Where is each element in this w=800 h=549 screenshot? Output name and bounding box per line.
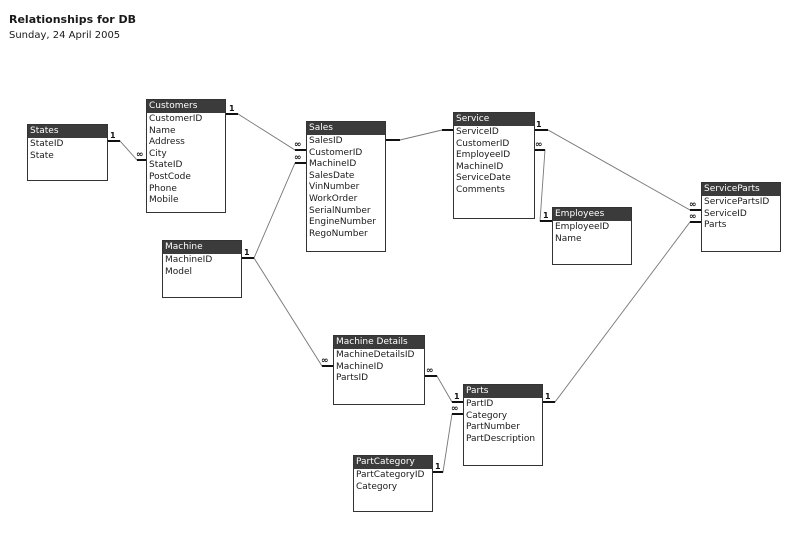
card-one-machine-sales: 1 xyxy=(244,248,250,257)
table-title: States xyxy=(28,125,107,138)
field-customers-0[interactable]: CustomerID xyxy=(149,114,203,124)
field-machine-details-1[interactable]: MachineID xyxy=(336,361,384,372)
field-service-parts-2[interactable]: Parts xyxy=(704,220,727,231)
field-parts-3[interactable]: PartDescription xyxy=(466,433,536,444)
table-title: Sales xyxy=(307,122,385,135)
field-part-category-1[interactable]: Category xyxy=(356,481,398,492)
field-customers-2[interactable]: Address xyxy=(149,137,185,148)
card-many-parts-category: ∞ xyxy=(451,404,459,414)
rel-machine-sales xyxy=(242,162,306,259)
field-sales-4[interactable]: VinNumber xyxy=(309,182,360,193)
field-service-parts-0[interactable]: ServicePartsID xyxy=(704,197,770,207)
field-states-1[interactable]: State xyxy=(30,150,54,161)
card-one-customers: 1 xyxy=(229,104,235,113)
card-one-employees: 1 xyxy=(543,211,549,220)
field-employees-0[interactable]: EmployeeID xyxy=(555,222,610,232)
field-service-2[interactable]: EmployeeID xyxy=(456,150,511,161)
card-one-service: 1 xyxy=(536,120,542,129)
field-sales-2[interactable]: MachineID xyxy=(309,159,357,170)
card-one-parts: 1 xyxy=(545,392,551,401)
card-many-machinedetails: ∞ xyxy=(321,356,329,366)
field-parts-0[interactable]: PartID xyxy=(466,399,494,409)
field-parts-1[interactable]: Category xyxy=(466,410,508,421)
card-many-sales-customer: ∞ xyxy=(294,140,302,150)
field-sales-7[interactable]: EngineNumber xyxy=(309,217,376,228)
field-customers-6[interactable]: Phone xyxy=(149,183,177,194)
field-sales-3[interactable]: SalesDate xyxy=(309,170,355,181)
table-title: PartCategory xyxy=(354,456,432,469)
card-one-parts-left: 1 xyxy=(454,392,460,401)
card-many-serviceparts-parts: ∞ xyxy=(689,212,697,222)
field-sales-0[interactable]: SalesID xyxy=(309,136,343,146)
field-machine-1[interactable]: Model xyxy=(165,266,193,277)
field-customers-5[interactable]: PostCode xyxy=(149,171,191,182)
card-one-states: 1 xyxy=(110,131,116,140)
field-service-4[interactable]: ServiceDate xyxy=(456,173,511,184)
field-machine-details-0[interactable]: MachineDetailsID xyxy=(336,350,415,360)
field-parts-2[interactable]: PartNumber xyxy=(466,422,520,433)
rel-sales-service xyxy=(386,129,453,141)
card-many-customers: ∞ xyxy=(136,150,144,160)
table-title: Service xyxy=(454,113,534,126)
page-title: Relationships for DB xyxy=(9,13,137,26)
report-date: Sunday, 24 April 2005 xyxy=(9,30,121,41)
field-customers-3[interactable]: City xyxy=(149,148,167,159)
field-customers-4[interactable]: StateID xyxy=(149,160,183,171)
rel-service-serviceparts xyxy=(535,129,701,211)
card-many-service-employee: ∞ xyxy=(535,140,543,150)
card-many-sales-machine: ∞ xyxy=(294,153,302,163)
table-title: Customers xyxy=(147,100,225,113)
table-title: Machine Details xyxy=(334,336,424,349)
field-sales-6[interactable]: SerialNumber xyxy=(309,205,371,216)
field-customers-7[interactable]: Mobile xyxy=(149,195,179,206)
field-part-category-0[interactable]: PartCategoryID xyxy=(356,470,425,480)
card-many-machinedetails-parts: ∞ xyxy=(426,366,434,376)
field-customers-1[interactable]: Name xyxy=(149,125,176,136)
rel-machine-machinedetails xyxy=(242,257,333,367)
card-many-serviceparts-service: ∞ xyxy=(689,200,697,210)
field-service-parts-1[interactable]: ServiceID xyxy=(704,208,747,219)
table-title: ServiceParts xyxy=(702,183,780,196)
field-employees-1[interactable]: Name xyxy=(555,233,582,244)
table-title: Machine xyxy=(163,241,241,254)
table-title: Employees xyxy=(553,208,631,221)
field-states-0[interactable]: StateID xyxy=(30,139,64,149)
field-sales-5[interactable]: WorkOrder xyxy=(309,193,358,204)
field-service-0[interactable]: ServiceID xyxy=(456,127,499,137)
field-service-3[interactable]: MachineID xyxy=(456,161,504,172)
card-one-partcategory: 1 xyxy=(435,462,441,471)
field-machine-0[interactable]: MachineID xyxy=(165,255,213,265)
table-title: Parts xyxy=(464,385,542,398)
field-service-1[interactable]: CustomerID xyxy=(456,138,510,149)
field-sales-8[interactable]: RegoNumber xyxy=(309,228,368,239)
field-sales-1[interactable]: CustomerID xyxy=(309,147,363,158)
field-service-5[interactable]: Comments xyxy=(456,184,505,195)
field-machine-details-2[interactable]: PartsID xyxy=(336,373,369,384)
